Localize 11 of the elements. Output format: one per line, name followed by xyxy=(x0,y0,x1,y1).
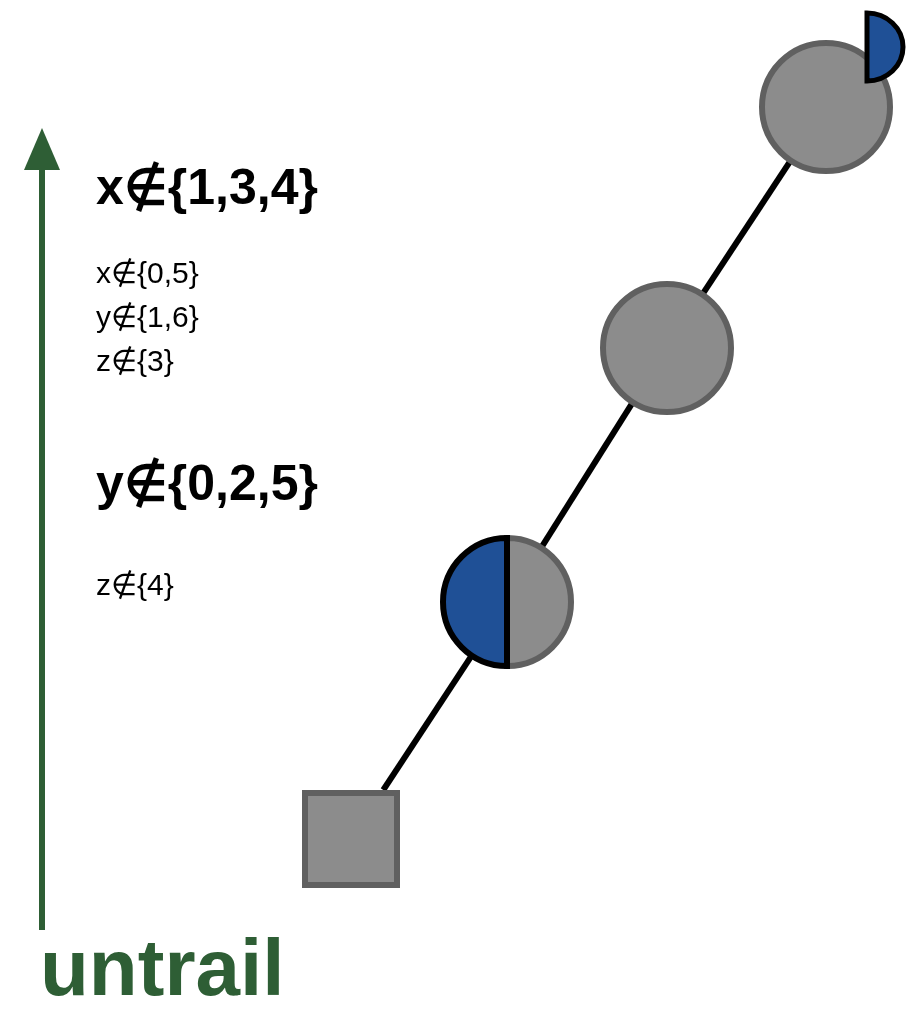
circle-node xyxy=(599,280,735,416)
constraint-text: y∉{1,6} xyxy=(96,299,199,335)
constraint-text: x∉{0,5} xyxy=(96,255,199,291)
constraint-heading: x∉{1,3,4} xyxy=(96,158,318,217)
circle-node xyxy=(439,534,575,670)
constraint-heading: y∉{0,2,5} xyxy=(96,454,318,513)
axis-title: untrail xyxy=(40,928,285,1008)
constraint-text: z∉{4} xyxy=(96,567,174,603)
constraint-text: z∉{3} xyxy=(96,343,174,379)
square-node xyxy=(302,790,400,888)
circle-node xyxy=(758,39,894,175)
